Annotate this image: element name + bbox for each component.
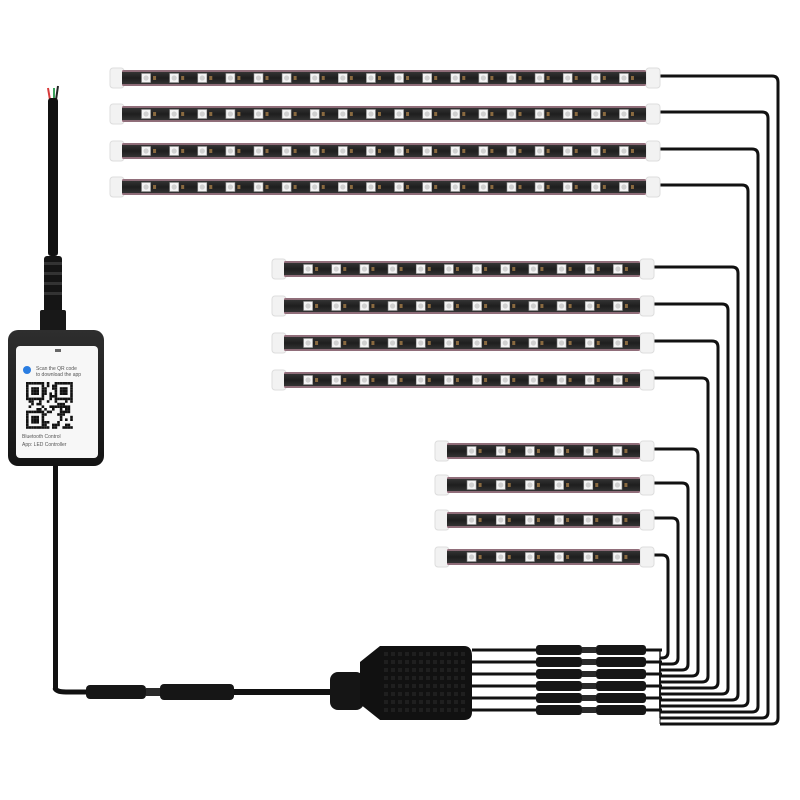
strip-wire: [654, 447, 700, 670]
bluetooth-icon: [23, 366, 31, 374]
led-strip-short-1: [434, 440, 655, 462]
black-wire-tip: [55, 85, 59, 101]
hub-texture: [384, 652, 465, 712]
input-cable: [40, 85, 66, 332]
strip-wire: [654, 376, 710, 676]
led-strip-medium-3: [271, 332, 655, 354]
controller-output-cable: [52, 466, 90, 695]
label-line-3: Bluetooth Control: [22, 434, 61, 440]
led-strip-long-4: [109, 176, 661, 198]
led-strip-medium-1: [271, 258, 655, 280]
label-line-1: Scan the QR code: [36, 366, 77, 372]
led-strip-long-3: [109, 140, 661, 162]
qr-code: [26, 382, 73, 429]
led-strip-short-3: [434, 509, 655, 531]
strip-wire: [660, 183, 750, 700]
led-strip-long-1: [109, 67, 661, 89]
strip-wire: [660, 74, 780, 718]
led-strips: [109, 67, 661, 568]
led-strip-long-2: [109, 103, 661, 125]
strip-wire: [654, 265, 740, 694]
strain-relief: [40, 256, 66, 332]
led-strip-medium-4: [271, 369, 655, 391]
splitter-output-1: [472, 645, 662, 655]
label-line-2: to download the app: [36, 372, 81, 378]
splitter-output-3: [472, 669, 662, 679]
splitter-output-5: [472, 693, 662, 703]
strip-wires: [654, 74, 780, 726]
strip-wire: [660, 110, 770, 712]
strip-wire: [654, 553, 670, 652]
bluetooth-controller: Scan the QR code to download the app Blu…: [8, 330, 104, 466]
splitter-outputs: [472, 645, 662, 715]
splitter-hub: [330, 646, 472, 720]
label-line-4: App: LED Controller: [22, 442, 67, 448]
splitter-output-6: [472, 705, 662, 715]
strip-wire: [654, 516, 680, 658]
strip-wire: [654, 339, 720, 682]
input-cable-sheath: [48, 98, 58, 256]
hub-strain-relief: [330, 672, 364, 710]
controller-button: [55, 349, 61, 352]
inline-connector: [86, 684, 334, 700]
red-wire-tip: [47, 87, 51, 101]
led-strip-short-4: [434, 546, 655, 568]
strip-wire: [654, 481, 690, 664]
splitter-output-4: [472, 681, 662, 691]
led-strip-medium-2: [271, 295, 655, 317]
strip-wire: [660, 147, 760, 706]
splitter-output-2: [472, 657, 662, 667]
led-strip-short-2: [434, 474, 655, 496]
strip-wire: [654, 302, 730, 688]
